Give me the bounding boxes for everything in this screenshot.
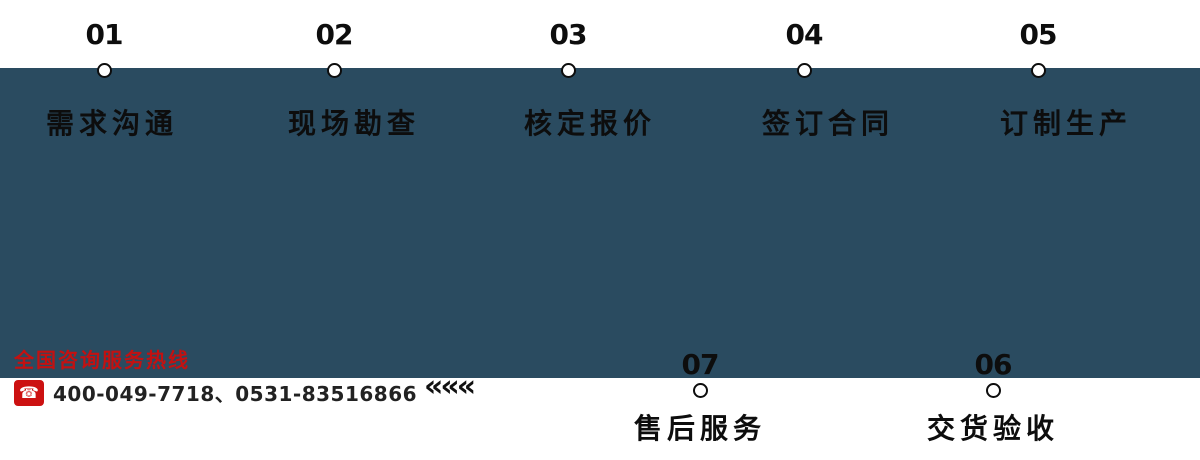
step-number: 01 bbox=[85, 18, 124, 51]
step-number: 02 bbox=[315, 18, 354, 51]
step-label: 订制生产 bbox=[999, 107, 1132, 140]
process-step-4: 04 签订合同 bbox=[724, 18, 889, 142]
hotline-row: ☎ 400-049-7718、0531-83516866 bbox=[14, 378, 417, 407]
step-dot-icon bbox=[326, 63, 342, 78]
process-step-5: 05 订制生产 bbox=[958, 18, 1127, 142]
step-dot-icon bbox=[692, 383, 708, 398]
left-chevrons-icon: ««« bbox=[424, 369, 476, 404]
step-label: 现场勘查 bbox=[287, 107, 420, 140]
hotline-numbers: 400-049-7718、0531-83516866 bbox=[53, 382, 418, 406]
step-dot-icon bbox=[985, 383, 1001, 398]
step-label: 核定报价 bbox=[523, 107, 656, 140]
step-number: 03 bbox=[549, 18, 588, 51]
step-label: 交货验收 bbox=[926, 412, 1059, 445]
step-dot-icon bbox=[560, 63, 576, 78]
step-number: 05 bbox=[1019, 18, 1058, 51]
step-dot-icon bbox=[1030, 63, 1046, 78]
phone-icon: ☎ bbox=[14, 379, 44, 406]
hotline-title: 全国咨询服务热线 bbox=[14, 348, 190, 372]
process-step-2: 02 现场勘查 bbox=[254, 18, 415, 142]
step-label: 需求沟通 bbox=[45, 107, 178, 140]
process-step-7: 07 售后服务 bbox=[610, 350, 790, 447]
step-label: 售后服务 bbox=[633, 412, 766, 445]
step-label: 签订合同 bbox=[761, 107, 894, 140]
step-dot-icon bbox=[96, 63, 112, 78]
step-number: 04 bbox=[785, 18, 824, 51]
process-step-6: 06 交货验收 bbox=[903, 350, 1083, 447]
process-step-1: 01 需求沟通 bbox=[24, 20, 184, 142]
step-number: 07 bbox=[681, 348, 720, 381]
step-number: 06 bbox=[974, 348, 1013, 381]
step-dot-icon bbox=[796, 63, 812, 78]
background-band bbox=[0, 68, 1200, 378]
process-step-3: 03 核定报价 bbox=[488, 18, 651, 142]
